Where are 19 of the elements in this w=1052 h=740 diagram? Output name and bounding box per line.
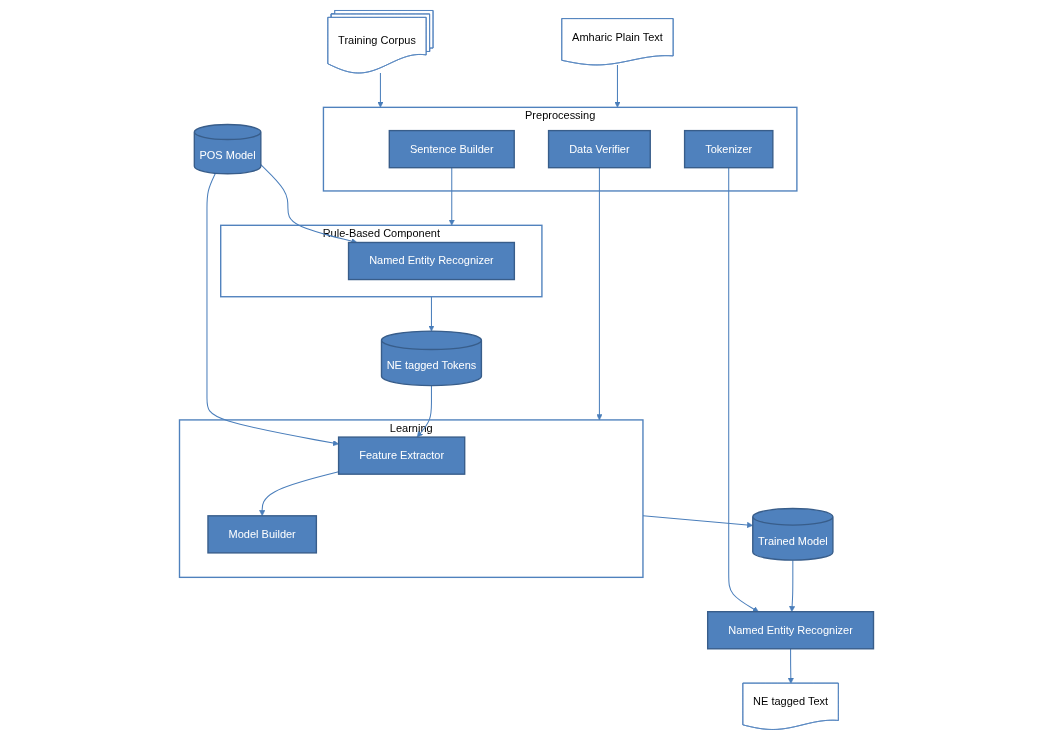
arrow bbox=[427, 296, 434, 332]
node-box: Data Verifier bbox=[547, 129, 651, 169]
node-box: Sentence Builder bbox=[388, 129, 515, 169]
arrow bbox=[595, 167, 602, 421]
node-box: Model Builder bbox=[206, 515, 317, 554]
node-box: Feature Extractor bbox=[337, 436, 465, 475]
arrow bbox=[258, 471, 339, 517]
node-box: Tokenizer bbox=[683, 129, 774, 169]
node-box: Named Entity Recognizer bbox=[347, 241, 515, 281]
arrow bbox=[788, 559, 795, 612]
arrow bbox=[416, 385, 432, 438]
arrow bbox=[448, 167, 455, 226]
arrow bbox=[205, 172, 339, 447]
arrow bbox=[613, 64, 620, 108]
arrow bbox=[787, 648, 794, 684]
arrow bbox=[641, 515, 753, 528]
arrow bbox=[376, 72, 383, 108]
node-box: Named Entity Recognizer bbox=[706, 611, 874, 650]
arrow bbox=[727, 167, 759, 612]
